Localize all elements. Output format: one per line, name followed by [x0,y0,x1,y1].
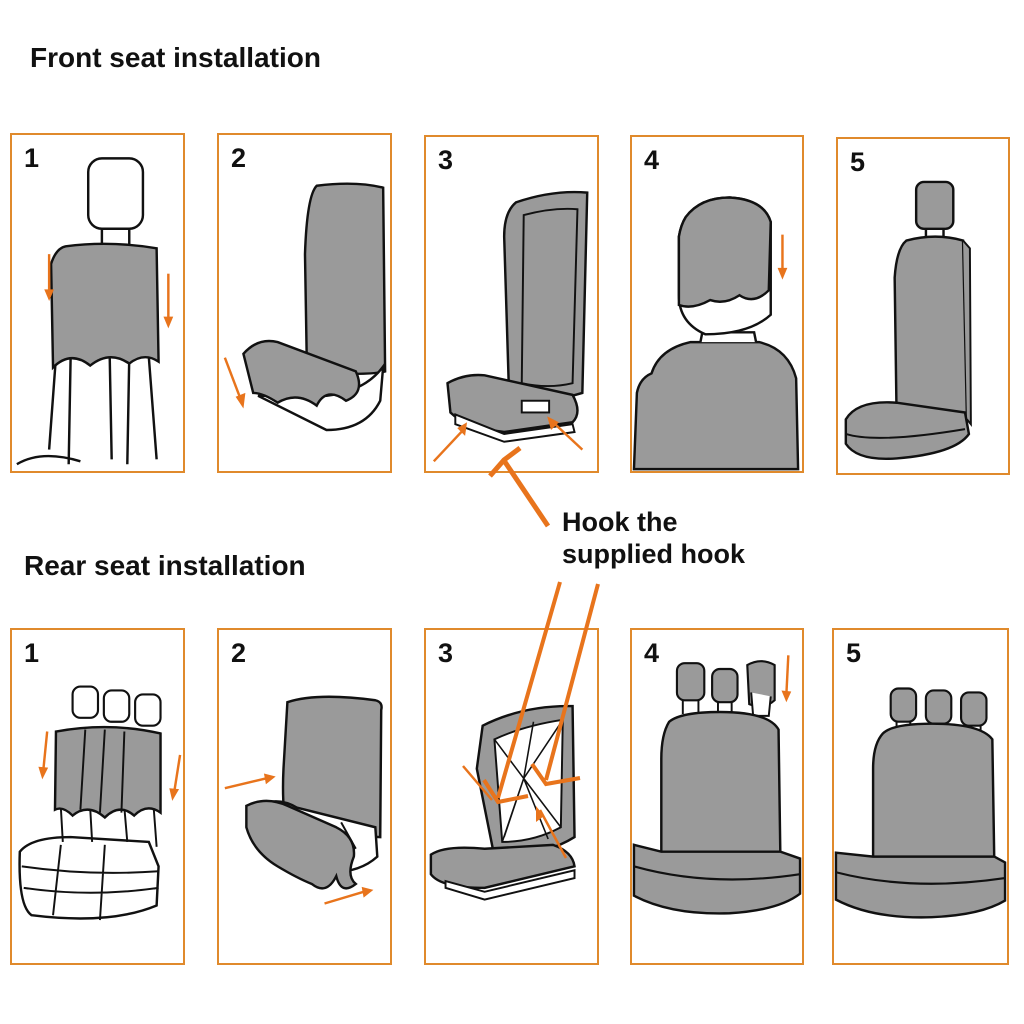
rear-step-5-panel: 5 [832,628,1009,965]
front-step-1-number: 1 [24,143,40,173]
front-step-3-number: 3 [438,145,454,175]
rear-step-1-illustration [18,685,182,921]
rear-step-5-number: 5 [846,638,862,668]
front-step-1-panel: 1 [10,133,185,473]
front-step-4-illustration [632,196,800,471]
rear-step-4-panel: 4 [630,628,804,965]
front-step-4-number: 4 [644,145,660,175]
rear-step-3-panel: 3 [424,628,599,965]
front-seat-heading: Front seat installation [30,42,321,73]
front-step-5-illustration [844,180,972,461]
rear-step-3-number: 3 [438,638,454,668]
front-step-2-illustration [223,182,387,432]
front-step-2-panel: 2 [217,133,392,473]
front-step-3-panel: 3 [424,135,599,473]
front-step-1-illustration [16,157,174,466]
front-step-5-number: 5 [850,147,866,177]
hook-callout-line-2: supplied hook [562,539,746,569]
rear-step-1-number: 1 [24,638,40,668]
rear-step-2-panel: 2 [217,628,392,965]
front-step-5-panel: 5 [836,137,1010,475]
front-step-4-panel: 4 [630,135,804,473]
hook-callout-label: Hook the supplied hook [562,506,745,570]
rear-step-4-illustration [632,655,802,915]
front-step-3-illustration [432,190,589,463]
rear-step-3-illustration [429,704,576,901]
rear-step-2-illustration [224,695,383,905]
rear-step-2-number: 2 [231,638,247,668]
rear-step-4-number: 4 [644,638,660,668]
rear-step-1-panel: 1 [10,628,185,965]
hook-callout-line-1: Hook the [562,507,678,537]
rear-seat-heading: Rear seat installation [24,550,306,581]
rear-step-5-illustration [834,687,1007,919]
front-step-2-number: 2 [231,143,247,173]
